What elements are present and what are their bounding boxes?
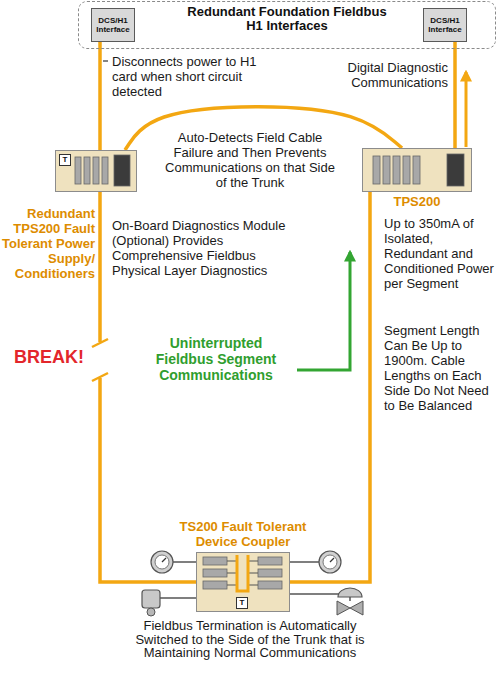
module-slot <box>93 157 99 184</box>
cable-connector <box>98 42 102 150</box>
card-label: DCS/H1 Interface <box>426 16 464 34</box>
valve-body <box>337 601 350 615</box>
gauge-needle <box>330 558 334 562</box>
callout-note: Digital Diagnostic Communications <box>318 60 448 90</box>
product-heading: TPS200 <box>363 194 471 209</box>
module-slot <box>383 156 390 184</box>
transmitter-symbol <box>142 590 160 608</box>
card-label: DCS/H1 Interface <box>94 16 132 34</box>
callout-note: Redundant TPS200 Fault Tolerant Power Su… <box>2 206 95 281</box>
module-slot <box>373 156 380 184</box>
device-coupler: TS200 Fault Tolerant Device CouplerT <box>196 552 290 612</box>
module-slot <box>75 157 81 184</box>
interface-region: Redundant Foundation Fieldbus H1 Interfa… <box>78 1 496 49</box>
module-slot <box>413 156 420 184</box>
valve-actuator <box>338 588 362 597</box>
valve-body <box>350 601 363 615</box>
module-slot <box>84 157 90 184</box>
communication-arrow <box>297 252 350 370</box>
module-wiring <box>237 555 248 591</box>
callout-note: Up to 350mA of Isolated, Redundant and C… <box>384 216 496 291</box>
module-slot <box>203 557 227 565</box>
callout-note: Uninterrupted Fieldbus Segment Communica… <box>140 335 292 383</box>
callout-note: On-Board Diagnostics Module (Optional) P… <box>112 218 307 278</box>
product-heading: TS200 Fault Tolerant Device Coupler <box>158 519 328 549</box>
cable-connector <box>453 42 457 148</box>
valve-stem <box>349 597 351 601</box>
callout-note: Auto-Detects Field Cable Failure and The… <box>160 130 340 190</box>
power-conditioner: TPS200 <box>362 148 472 192</box>
leader-line <box>103 60 108 61</box>
module-slot <box>403 156 410 184</box>
module-slot <box>203 581 227 589</box>
spur-cable <box>160 597 196 599</box>
interface-card: DCS/H1 Interface <box>423 8 467 42</box>
break-label: BREAK! <box>14 347 84 367</box>
module-slot <box>258 557 282 565</box>
power-conditioner: T <box>55 150 137 192</box>
gauge-symbol <box>155 555 169 569</box>
terminator-mark: T <box>236 597 248 609</box>
callout-note: Fieldbus Termination is Automatically Sw… <box>135 619 365 660</box>
module-slot <box>393 156 400 184</box>
gauge-needle <box>162 558 166 562</box>
module-slot <box>447 154 464 186</box>
spur-cable <box>290 593 339 595</box>
terminator-mark: T <box>59 154 71 166</box>
callout-note: Segment Length Can Be Up to 1900m. Cable… <box>384 323 496 413</box>
region-title: Redundant Foundation Fieldbus H1 Interfa… <box>187 5 387 33</box>
module-art <box>363 149 470 190</box>
gauge-symbol <box>323 555 337 569</box>
module-slot <box>102 157 108 184</box>
gauge-symbol <box>319 551 341 573</box>
transmitter-symbol <box>147 608 155 616</box>
module-slot <box>258 569 282 577</box>
module-wiring <box>227 561 258 585</box>
interface-card: DCS/H1 Interface <box>91 8 135 42</box>
module-slot <box>203 569 227 577</box>
spur-cable <box>290 561 319 563</box>
callout-note: Disconnects power to H1 card when short … <box>112 54 262 99</box>
spur-cable <box>173 561 196 563</box>
gauge-symbol <box>151 551 173 573</box>
module-slot <box>114 155 130 186</box>
diagnostic-arrow <box>465 72 468 147</box>
module-slot <box>258 581 282 589</box>
